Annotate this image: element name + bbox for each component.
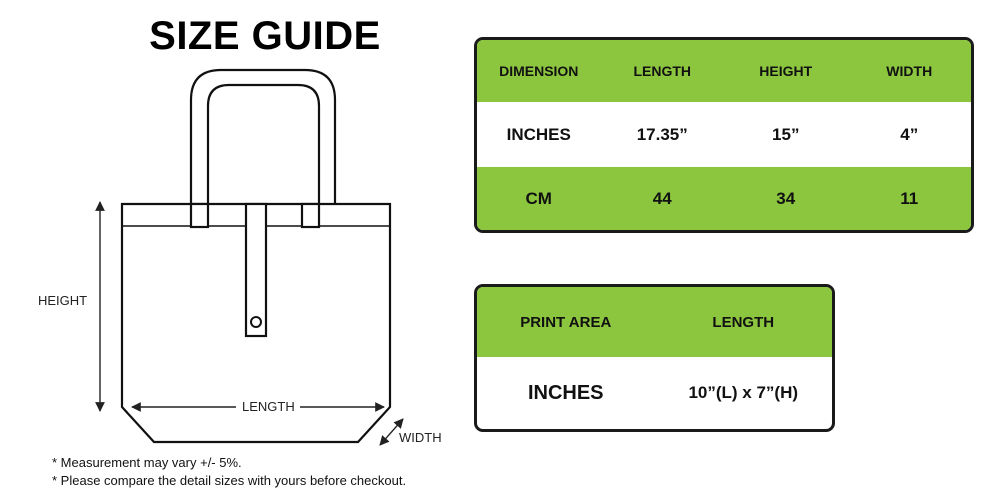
row-unit: CM	[477, 167, 601, 230]
header-width: WIDTH	[847, 40, 971, 102]
header-dimension: DIMENSION	[477, 40, 601, 102]
notes: * Measurement may vary +/- 5%. * Please …	[52, 454, 406, 490]
cell-print-size: 10”(L) x 7”(H)	[688, 383, 799, 402]
height-label: HEIGHT	[38, 293, 87, 308]
snap-button-icon	[250, 316, 262, 328]
cell-length: 17.35”	[636, 124, 688, 144]
note-compare: * Please compare the detail sizes with y…	[52, 473, 407, 488]
table-row: CM 44 34 11	[477, 167, 971, 230]
print-area-table: PRINT AREA LENGTH INCHES 10”(L) x 7”(H)	[474, 284, 835, 432]
dimensions-header-row: DIMENSION LENGTH HEIGHT WIDTH	[477, 40, 971, 102]
table-row: INCHES 17.35” 15” 4”	[477, 102, 971, 167]
width-label: WIDTH	[399, 430, 442, 445]
bag-handle-left-end	[189, 202, 210, 229]
header-print-area: PRINT AREA	[477, 287, 655, 357]
header-height: HEIGHT	[724, 40, 848, 102]
cell-width: 11	[847, 167, 971, 230]
print-area-header-row: PRINT AREA LENGTH	[477, 287, 832, 357]
bag-strap-tab	[244, 202, 268, 338]
cell-length: 44	[600, 167, 724, 230]
width-arrow	[379, 418, 404, 446]
bag-handle-inner	[206, 83, 321, 227]
note-measurement: * Measurement may vary +/- 5%.	[52, 455, 242, 470]
bag-handle-outer	[189, 68, 337, 227]
cell-height: 34	[724, 167, 848, 230]
dimensions-table: DIMENSION LENGTH HEIGHT WIDTH INCHES 17.…	[474, 37, 974, 233]
length-label: LENGTH	[242, 399, 295, 414]
bag-handle-right-end	[300, 202, 321, 229]
page-title: SIZE GUIDE	[149, 14, 381, 58]
header-length: LENGTH	[654, 287, 832, 357]
header-length: LENGTH	[600, 40, 724, 102]
cell-width: 4”	[900, 124, 919, 144]
row-unit: INCHES	[527, 381, 604, 404]
cell-height: 15”	[772, 124, 800, 144]
row-unit: INCHES	[506, 124, 571, 144]
table-row: INCHES 10”(L) x 7”(H)	[477, 357, 832, 429]
